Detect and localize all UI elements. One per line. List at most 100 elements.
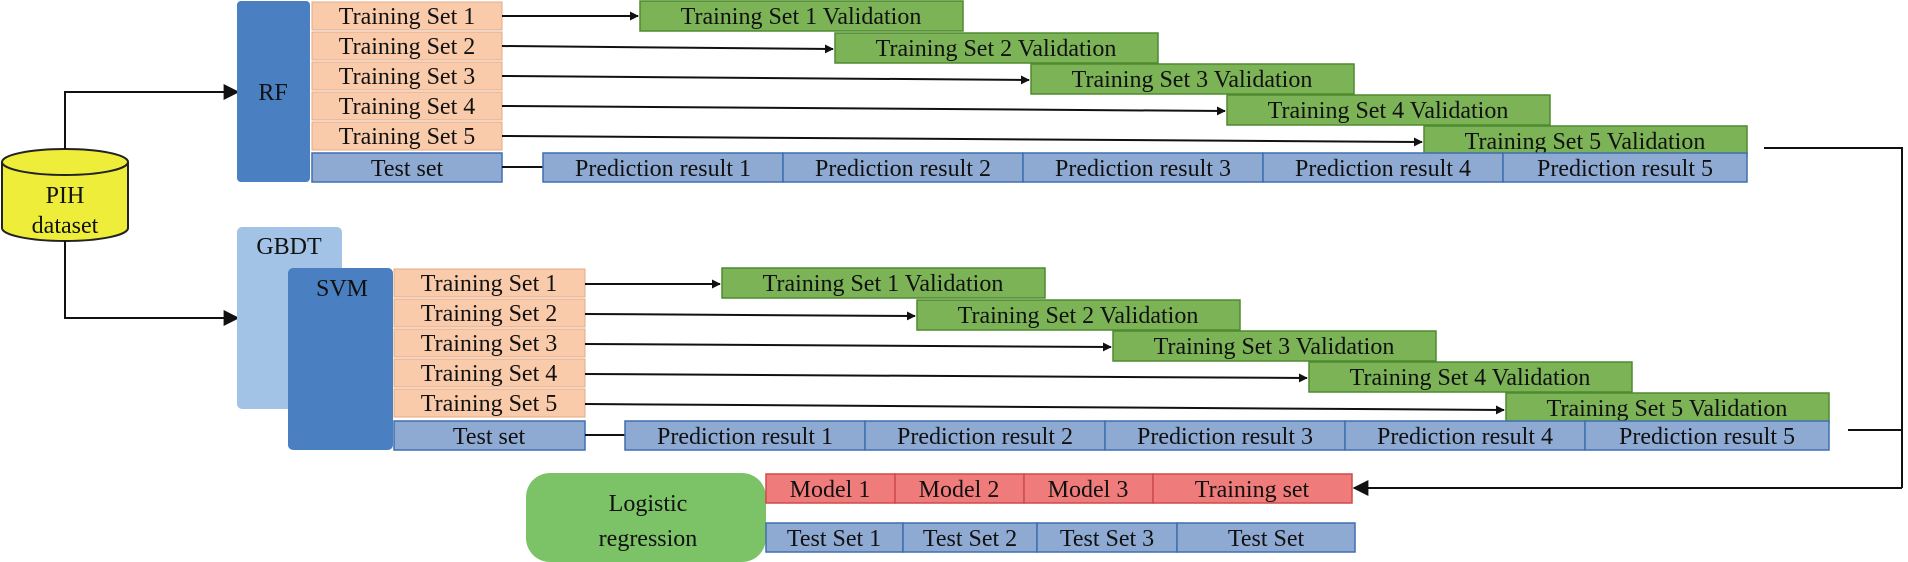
svm-training-set-label: Training Set 3: [421, 331, 557, 357]
rf-validation-box: [639, 0, 964, 32]
svm-validation-box: [916, 299, 1241, 331]
rf-training-set-label: Training Set 1: [339, 4, 475, 30]
svm-prediction-box: [1344, 420, 1586, 451]
rf-model-label: RF: [258, 80, 287, 106]
rf-training-set-label: Training Set 2: [339, 34, 475, 60]
meta-test-label: Test Set 1: [787, 526, 881, 552]
rf-prediction-label: Prediction result 5: [1537, 156, 1713, 182]
meta-train-row: Model 1 Model 2 Model 3 Training set: [765, 473, 1353, 504]
svm-prediction-label: Prediction result 5: [1619, 424, 1795, 450]
svm-training-set-box: [393, 268, 586, 298]
rf-prediction-box: [1022, 152, 1264, 183]
svm-block: GBDT SVM Training Set 1 Training Set 2 T…: [237, 227, 1830, 451]
svm-prediction-box: [624, 420, 866, 451]
rf-validation-box: [1423, 125, 1748, 157]
svm-validation-arrow: [584, 311, 916, 321]
rf-prediction-label: Prediction result 4: [1295, 156, 1471, 182]
logistic-label-line1: Logistic: [609, 491, 688, 517]
logistic-regression-box: [526, 473, 766, 562]
connector-dataset-to-svm: [64, 241, 240, 326]
dataset-label-line1: PIH: [46, 183, 85, 209]
logistic-regression-block: Logistic regression Model 1 Model 2 Mode…: [526, 473, 1356, 562]
svm-prediction-box: [1104, 420, 1346, 451]
svm-prediction-box: [1584, 420, 1830, 451]
svm-model-box: [288, 268, 393, 450]
svm-validation-box: [721, 267, 1046, 299]
rf-prediction-box: [1262, 152, 1504, 183]
meta-model-label: Model 3: [1048, 477, 1129, 503]
rf-validation-label: Training Set 3 Validation: [1072, 67, 1313, 93]
svm-prediction-label: Prediction result 3: [1137, 424, 1313, 450]
meta-test-label: Test Set: [1228, 526, 1305, 552]
rf-training-sets: Training Set 1 Training Set 2 Training S…: [311, 1, 503, 151]
rf-prediction-label: Prediction result 1: [575, 156, 751, 182]
meta-test-label: Test Set 3: [1060, 526, 1154, 552]
svm-training-set-label: Training Set 5: [421, 391, 557, 417]
rf-validation-box: [1226, 94, 1551, 126]
gbdt-model-label: GBDT: [256, 234, 322, 260]
rf-validation-arrow: [501, 105, 1226, 116]
svm-prediction-box: [864, 420, 1106, 451]
rf-training-set-box: [311, 121, 503, 151]
rf-predictions: Prediction result 1 Prediction result 2 …: [542, 152, 1748, 183]
meta-model-label: Model 1: [790, 477, 871, 503]
svm-validation-label: Training Set 3 Validation: [1154, 334, 1395, 360]
rf-block: RF Training Set 1 Training Set 2 Trainin…: [237, 0, 1748, 183]
meta-test-row: Test Set 1 Test Set 2 Test Set 3 Test Se…: [765, 522, 1356, 553]
svm-training-set-box: [393, 388, 586, 418]
svm-training-set-box: [393, 358, 586, 388]
svm-validation-arrow: [584, 403, 1505, 415]
svm-validation-box: [1112, 330, 1437, 362]
svm-prediction-label: Prediction result 1: [657, 424, 833, 450]
rf-validation-arrow: [501, 44, 834, 54]
svm-validations: Training Set 1 Validation Training Set 2…: [721, 267, 1830, 424]
rf-validation-label: Training Set 2 Validation: [876, 36, 1117, 62]
rf-model-box: [237, 1, 310, 182]
pih-dataset: PIH dataset: [1, 148, 129, 242]
svm-prediction-label: Prediction result 4: [1377, 424, 1553, 450]
rf-validation-arrow: [501, 135, 1423, 147]
rf-validation-arrow: [501, 75, 1030, 85]
rf-prediction-box: [782, 152, 1024, 183]
rf-validation-label: Training Set 4 Validation: [1268, 98, 1509, 124]
rf-validations: Training Set 1 Validation Training Set 2…: [639, 0, 1748, 157]
rf-validation-box: [834, 32, 1159, 64]
svm-predictions: Prediction result 1 Prediction result 2 …: [624, 420, 1830, 451]
svm-validation-label: Training Set 5 Validation: [1547, 396, 1788, 422]
svm-test-set-label: Test set: [453, 424, 526, 450]
meta-test-box: [1036, 522, 1178, 553]
svm-prediction-label: Prediction result 2: [897, 424, 1073, 450]
svm-training-set-box: [393, 298, 586, 328]
meta-model-box: [765, 473, 896, 504]
connector-dataset-to-rf: [64, 84, 240, 149]
svm-training-set-label: Training Set 2: [421, 301, 557, 327]
rf-prediction-box: [542, 152, 784, 183]
svm-test-set-box: [393, 420, 586, 451]
rf-training-set-label: Training Set 5: [339, 124, 475, 150]
rf-training-set-label: Training Set 3: [339, 64, 475, 90]
svm-validation-box: [1308, 361, 1633, 393]
meta-training-set-box: [1152, 473, 1353, 504]
meta-training-set-label: Training set: [1195, 477, 1310, 503]
svm-training-set-label: Training Set 4: [421, 361, 557, 387]
rf-validation-arrows: [501, 11, 1423, 147]
svm-validation-arrow: [584, 342, 1112, 352]
svm-validation-arrow: [584, 373, 1308, 383]
rf-validation-label: Training Set 5 Validation: [1465, 129, 1706, 155]
logistic-label-line2: regression: [599, 526, 698, 552]
meta-test-box: [765, 522, 904, 553]
dataset-label-line2: dataset: [32, 213, 99, 239]
rf-test-set-label: Test set: [371, 156, 444, 182]
rf-prediction-label: Prediction result 2: [815, 156, 991, 182]
svm-validation-label: Training Set 2 Validation: [958, 303, 1199, 329]
svm-validation-label: Training Set 1 Validation: [763, 271, 1004, 297]
rf-validation-label: Training Set 1 Validation: [681, 4, 922, 30]
rf-test-set-box: [311, 152, 503, 183]
connector-rf-to-meta: [1764, 147, 1903, 488]
meta-model-label: Model 2: [919, 477, 1000, 503]
meta-model-box: [894, 473, 1025, 504]
svm-training-set-box: [393, 328, 586, 358]
svm-model-label: SVM: [316, 276, 368, 302]
rf-validation-box: [1030, 63, 1355, 95]
